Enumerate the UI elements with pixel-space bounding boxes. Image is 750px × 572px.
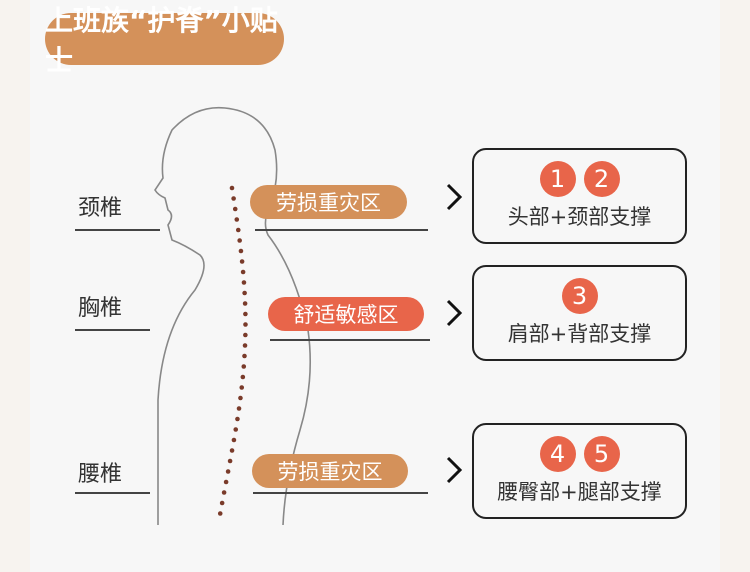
number-badge: 3 [561, 278, 598, 314]
divider [75, 492, 150, 494]
spine-dot [236, 406, 242, 411]
label-lumbar: 腰椎 [78, 462, 123, 487]
spine-dot [242, 290, 247, 296]
support-box-shoulder-back: 3 肩部+背部支撑 [472, 265, 687, 361]
spine-dot [234, 217, 240, 222]
label-cervical: 颈椎 [78, 196, 123, 221]
spine-dot [241, 364, 247, 369]
spine-dot [242, 343, 248, 348]
spine-dot [237, 238, 242, 243]
spine-dot [227, 458, 233, 464]
number-badge: 5 [583, 436, 620, 472]
spine-dot [243, 332, 248, 338]
spine-dot [221, 490, 227, 495]
support-text: 头部+颈部支撑 [507, 205, 652, 229]
spine-dots [217, 185, 248, 516]
chevron-right-icon [446, 299, 463, 327]
number-badge: 4 [539, 436, 576, 472]
spine-dot [238, 248, 244, 254]
spine-dot [242, 353, 247, 359]
spine-dot [239, 259, 245, 264]
spine-dot [239, 385, 245, 390]
spine-dot [229, 448, 235, 453]
tag-strain-zone: 劳损重灾区 [250, 185, 407, 219]
spine-dot [219, 500, 225, 506]
chevron-right-icon [446, 183, 463, 211]
tag-strain-zone: 劳损重灾区 [252, 454, 408, 488]
divider [253, 492, 428, 494]
support-text: 肩部+背部支撑 [507, 322, 652, 346]
number-badge: 1 [539, 161, 576, 197]
spine-dot [243, 322, 248, 327]
divider [270, 339, 430, 341]
spine-dot [238, 395, 243, 401]
support-text: 腰臀部+腿部支撑 [497, 480, 662, 504]
chevron-right-icon [446, 456, 463, 484]
label-thoracic: 胸椎 [78, 296, 123, 321]
spine-dot [233, 427, 239, 432]
spine-dot [235, 227, 241, 233]
spine-dot [223, 479, 229, 485]
spine-dot [231, 196, 236, 201]
spine-dot [232, 206, 238, 212]
spine-dot [217, 511, 223, 516]
spine-dot [235, 416, 240, 422]
number-badge: 2 [583, 161, 620, 197]
spine-dot [242, 301, 248, 306]
spine-dot [241, 280, 247, 285]
spine-dot [229, 185, 235, 191]
spine-dot [231, 437, 237, 443]
divider [255, 229, 428, 231]
spine-dot [240, 374, 246, 380]
divider [75, 329, 150, 331]
divider [75, 229, 160, 231]
spine-dot [240, 269, 246, 275]
tag-comfort-zone: 舒适敏感区 [268, 297, 424, 331]
spine-dot [243, 311, 248, 317]
spine-dot [225, 469, 231, 474]
